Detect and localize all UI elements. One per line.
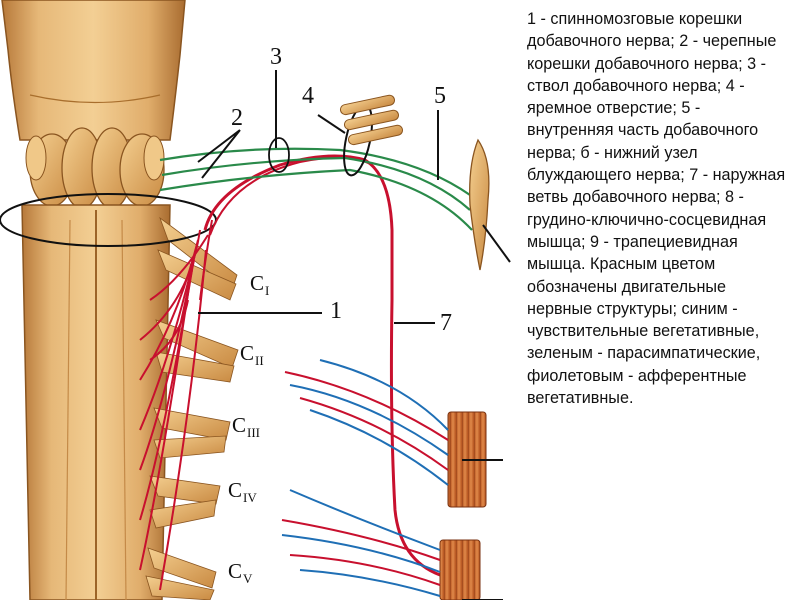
svg-text:C: C [228, 559, 242, 583]
label-5: 5 [434, 83, 446, 109]
inferior-vagal-ganglion [469, 138, 490, 271]
cranial-roots-green [159, 147, 473, 231]
svg-text:V: V [243, 571, 253, 586]
label-2: 2 [231, 105, 243, 131]
trapezius-muscle [439, 539, 481, 600]
label-c2: C II [240, 341, 264, 368]
trunk-ring [268, 137, 290, 173]
svg-text:III: III [247, 425, 260, 440]
motor-spinal-root-fibers [139, 219, 213, 591]
label-3: 3 [270, 44, 282, 70]
svg-text:IV: IV [243, 490, 257, 505]
label-c1: C I [250, 271, 269, 298]
svg-text:II: II [255, 353, 264, 368]
leader-lines [197, 70, 511, 600]
svg-text:C: C [250, 271, 264, 295]
label-c4: C IV [228, 478, 257, 505]
svg-text:C: C [240, 341, 254, 365]
accessory-nerve-diagram: 3 2 4 5 1 7 C I C II C III C IV C V [0, 0, 511, 600]
accessory-nerve-trunk [203, 154, 441, 577]
svg-text:C: C [228, 478, 242, 502]
brainstem [1, 0, 186, 141]
svg-text:C: C [232, 413, 246, 437]
label-4: 4 [302, 83, 314, 109]
cervical-plexus-branches [281, 359, 449, 597]
label-c5: C V [228, 559, 253, 586]
medulla-oblongata [25, 127, 165, 209]
label-1: 1 [330, 298, 342, 324]
legend-text: 1 - спинномозговые корешки добавочного н… [527, 10, 786, 408]
label-7: 7 [440, 310, 452, 336]
label-c3: C III [232, 413, 260, 440]
svg-text:I: I [265, 283, 269, 298]
vagus-bundle [339, 94, 403, 146]
